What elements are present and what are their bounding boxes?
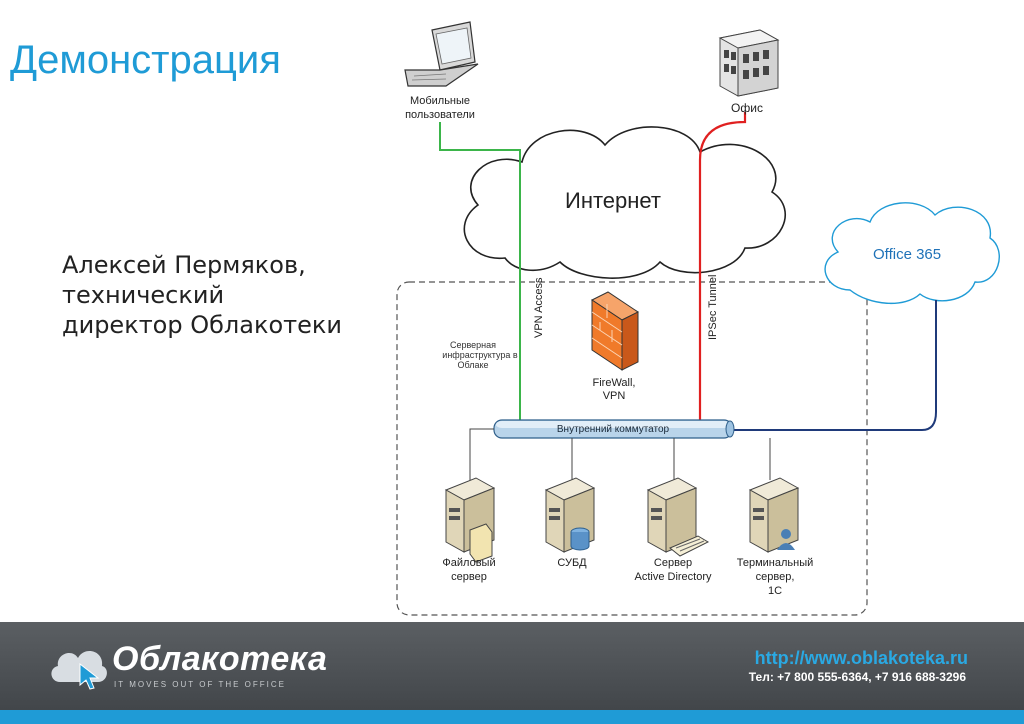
terminal-server-label-3: 1С xyxy=(768,585,782,597)
infra-label-1: Серверная xyxy=(450,340,496,350)
office365-line xyxy=(732,300,936,430)
brand-cloud-icon xyxy=(46,638,110,690)
terminal-server-label-2: сервер, xyxy=(756,571,795,583)
mobile-users-label-2: пользователи xyxy=(405,109,475,121)
office-label: Офис xyxy=(731,101,763,115)
contact-phones: Тел: +7 800 555-6364, +7 916 688-3296 xyxy=(749,670,966,684)
laptop-icon xyxy=(405,22,478,86)
office365-cloud: Office 365 xyxy=(825,203,999,304)
ad-server-label-2: Active Directory xyxy=(634,571,712,583)
vpn-access-label: VPN Access xyxy=(533,277,545,338)
dbms-label: СУБД xyxy=(557,557,587,569)
firewall-icon xyxy=(592,292,638,370)
brand-name: Облакотека xyxy=(112,640,327,679)
firewall-label-2: VPN xyxy=(603,390,626,402)
mobile-users-label-1: Мобильные xyxy=(410,95,470,107)
office365-label: Office 365 xyxy=(873,246,941,263)
dbms-server-icon xyxy=(546,478,594,552)
terminal-server-label-1: Терминальный xyxy=(737,557,814,569)
footer-bar: Облакотека IT MOVES OUT OF THE OFFICE ht… xyxy=(0,622,1024,724)
office-building-icon xyxy=(720,30,778,96)
firewall-label-1: FireWall, xyxy=(593,377,636,389)
network-diagram: Интернет Office 365 VPN Access IPSec Tun… xyxy=(0,0,1024,622)
ad-server-icon xyxy=(648,478,708,556)
switch-label: Внутренний коммутатор xyxy=(557,424,670,435)
infra-label-3: Облаке xyxy=(457,360,488,370)
internal-switch: Внутренний коммутатор xyxy=(494,420,734,438)
file-server-label-2: сервер xyxy=(451,571,487,583)
ad-server-label-1: Сервер xyxy=(654,557,692,569)
brand-tagline: IT MOVES OUT OF THE OFFICE xyxy=(114,680,286,689)
footer-accent-stripe xyxy=(0,710,1024,724)
website-link[interactable]: http://www.oblakoteka.ru xyxy=(755,648,968,669)
internet-label: Интернет xyxy=(565,188,661,213)
ipsec-tunnel-label: IPSec Tunnel xyxy=(707,275,719,340)
file-server-icon xyxy=(446,478,494,562)
file-server-label-1: Файловый xyxy=(442,557,495,569)
terminal-server-icon xyxy=(750,478,798,552)
infra-label-2: инфраструктура в xyxy=(442,350,518,360)
